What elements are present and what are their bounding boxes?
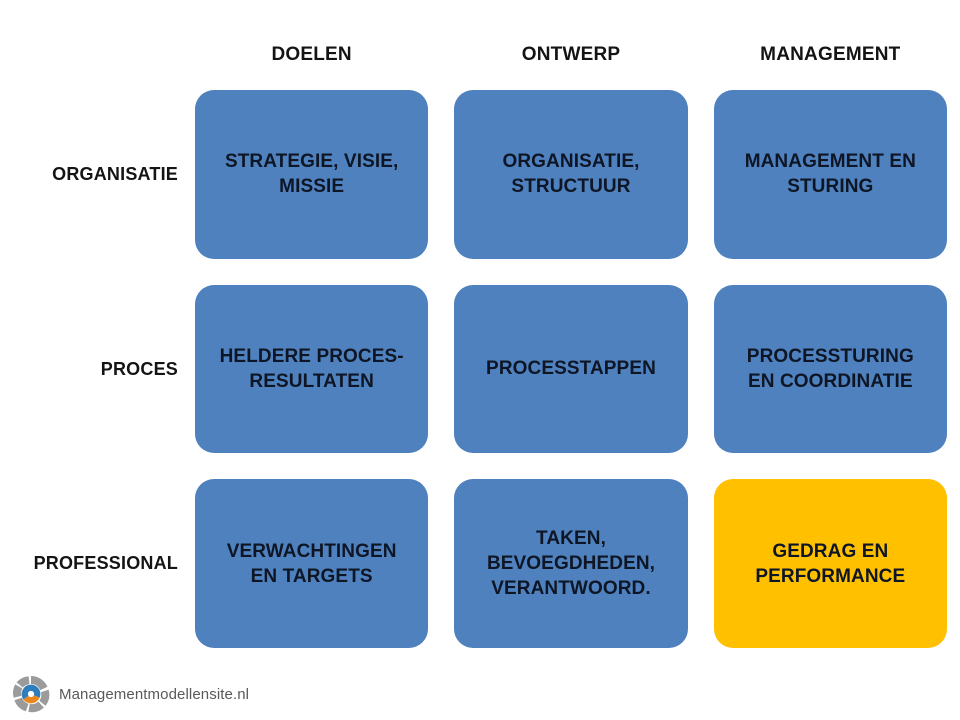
matrix-cell-proces-management[interactable]: PROCESSTURING EN COORDINATIE	[713, 284, 947, 454]
row-label-professional: PROFESSIONAL	[33, 553, 178, 574]
column-header-ontwerp: ONTWERP	[521, 44, 621, 65]
matrix-cell-label: STRATEGIE, VISIE, MISSIE	[224, 151, 399, 198]
matrix-cell-label: VERWACHTINGEN EN TARGETS	[226, 540, 397, 587]
column-header-management: MANAGEMENT	[760, 44, 901, 65]
column-header-row: DOELEN ONTWERP MANAGEMENT	[195, 40, 947, 70]
matrix-grid: STRATEGIE, VISIE, MISSIE ORGANISATIE, ST…	[195, 90, 947, 648]
footer-brand-text: Managementmodellensite.nl	[59, 685, 250, 703]
matrix-cell-organisatie-ontwerp[interactable]: ORGANISATIE, STRUCTUUR	[454, 90, 688, 259]
matrix-cell-label: TAKEN, BEVOEGDHEDEN, VERANTWOORD.	[486, 528, 656, 600]
footer-branding: Managementmodellensite.nl	[12, 674, 249, 714]
matrix-cell-professional-ontwerp[interactable]: TAKEN, BEVOEGDHEDEN, VERANTWOORD.	[454, 479, 688, 648]
row-label-organisatie: ORGANISATIE	[52, 163, 178, 184]
matrix-cell-label: GEDRAG EN PERFORMANCE	[755, 540, 906, 587]
matrix-cell-organisatie-management[interactable]: MANAGEMENT EN STURING	[713, 90, 947, 259]
row-label-column: ORGANISATIE PROCES PROFESSIONAL	[0, 90, 180, 648]
matrix-cell-professional-doelen[interactable]: VERWACHTINGEN EN TARGETS	[195, 479, 429, 648]
column-header-doelen: DOELEN	[271, 44, 352, 65]
matrix-cell-label: HELDERE PROCES- RESULTATEN	[219, 345, 404, 392]
matrix-cell-professional-management[interactable]: GEDRAG EN PERFORMANCE	[713, 479, 947, 648]
matrix-cell-label: PROCESSTURING EN COORDINATIE	[746, 345, 914, 392]
matrix-cell-label: ORGANISATIE, STRUCTUUR	[502, 151, 640, 198]
row-label-proces: PROCES	[100, 358, 178, 379]
matrix-cell-proces-doelen[interactable]: HELDERE PROCES- RESULTATEN	[195, 284, 429, 454]
matrix-cell-label: PROCESSTAPPEN	[486, 358, 656, 380]
matrix-cell-label: MANAGEMENT EN STURING	[744, 151, 916, 198]
matrix-cell-proces-ontwerp[interactable]: PROCESSTAPPEN	[454, 284, 688, 454]
matrix-cell-organisatie-doelen[interactable]: STRATEGIE, VISIE, MISSIE	[195, 90, 429, 259]
managementmodellensite-logo-icon	[12, 675, 50, 713]
